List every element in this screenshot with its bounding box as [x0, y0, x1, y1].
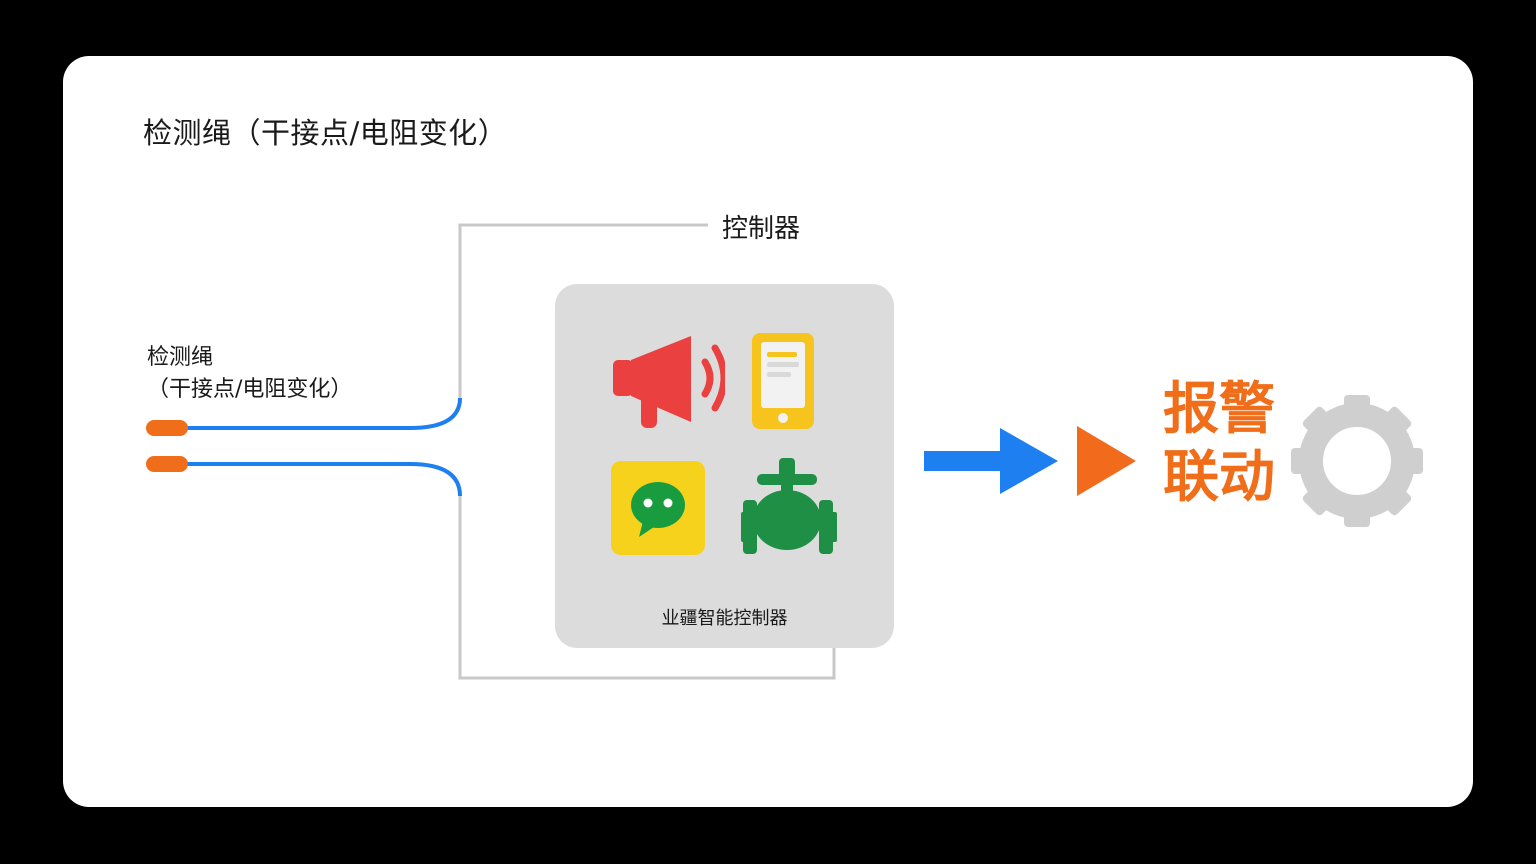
controller-box: 业疆智能控制器 [555, 284, 894, 648]
sensor-label: 检测绳 （干接点/电阻变化） [147, 342, 352, 406]
alarm-label-line1: 报警 [1163, 377, 1275, 442]
sensor-label-line1: 检测绳 [147, 345, 214, 370]
chat-icon [611, 461, 705, 555]
controller-label: 控制器 [722, 214, 801, 244]
blue-arrow-icon [924, 428, 1058, 494]
sensor-label-line2: （干接点/电阻变化） [147, 377, 353, 402]
phone-icon [752, 333, 814, 429]
gear-icon [1291, 395, 1423, 527]
detection-wire-top [180, 397, 462, 430]
detection-wire-bottom [180, 462, 462, 497]
sensor-tip-bottom [146, 456, 188, 472]
megaphone-icon [613, 336, 725, 428]
alarm-linkage-label: 报警 联动 [1163, 376, 1275, 512]
controller-connector-top [458, 223, 708, 400]
sensor-tip-top [146, 420, 188, 436]
orange-play-icon [1077, 426, 1136, 496]
alarm-label-line2: 联动 [1163, 445, 1275, 510]
controller-caption: 业疆智能控制器 [661, 608, 788, 629]
valve-icon [741, 458, 837, 554]
controller-connector-bottom [458, 495, 836, 680]
diagram-title: 检测绳（干接点/电阻变化） [143, 116, 508, 150]
